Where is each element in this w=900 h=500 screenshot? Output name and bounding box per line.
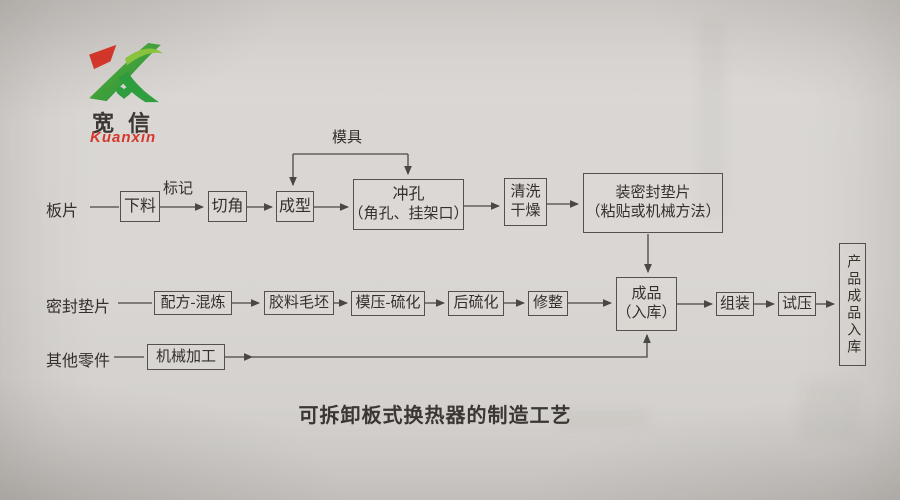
node-forming-label: 成型 bbox=[278, 197, 311, 215]
node-post-vulcanization: 后硫化 bbox=[448, 291, 504, 316]
node-trimming-label: 修整 bbox=[532, 295, 563, 312]
logo-text-en: Kuanxin bbox=[90, 129, 157, 146]
node-blanking-label: 下料 bbox=[123, 197, 156, 215]
node-cleaning-label-2: 干燥 bbox=[510, 203, 541, 219]
edge-label-mark: 标记 bbox=[163, 181, 194, 197]
kuanxin-k-icon bbox=[89, 42, 163, 103]
node-gasket-install-label-1: 装密封垫片 bbox=[615, 185, 691, 202]
node-assembly-label: 组装 bbox=[719, 295, 750, 312]
node-post-vulc-label: 后硫化 bbox=[453, 295, 499, 312]
node-trimming: 修整 bbox=[528, 291, 568, 316]
node-gasket-install-label-2: （粘贴或机械方法） bbox=[585, 204, 721, 220]
node-punching-label-1: 冲孔 bbox=[392, 186, 425, 204]
node-compounding: 配方-混炼 bbox=[154, 291, 232, 315]
row-label-other-parts: 其他零件 bbox=[46, 353, 111, 370]
node-punching: 冲孔 （角孔、挂架口） bbox=[349, 179, 469, 230]
node-finished-storage: 成品 （入库） bbox=[616, 277, 677, 331]
node-finished-label-2: （入库） bbox=[616, 305, 677, 321]
node-pressure-test-label: 试压 bbox=[781, 295, 812, 312]
node-forming: 成型 bbox=[276, 191, 314, 222]
node-rubber-blank-label: 胶料毛坯 bbox=[268, 294, 329, 311]
node-pressure-test: 试压 bbox=[778, 292, 816, 316]
node-assembly: 组装 bbox=[716, 292, 754, 316]
node-molding-vulcanization: 模压-硫化 bbox=[351, 291, 425, 316]
edge-machining-finished bbox=[252, 333, 651, 358]
node-blanking: 下料 bbox=[120, 191, 160, 222]
paper-smudge bbox=[800, 380, 860, 440]
node-rubber-blank: 胶料毛坯 bbox=[264, 291, 334, 315]
node-molding-label: 模压-硫化 bbox=[355, 295, 421, 312]
paper-smudge bbox=[560, 410, 650, 428]
paper-smudge bbox=[700, 20, 724, 220]
node-corner-cut-label: 切角 bbox=[211, 197, 244, 215]
node-finished-label-1: 成品 bbox=[631, 286, 662, 303]
node-punching-label-2: （角孔、挂架口） bbox=[348, 206, 469, 223]
kuanxin-logo: 宽信 Kuanxin bbox=[86, 42, 196, 147]
node-machining-label: 机械加工 bbox=[155, 348, 216, 365]
node-product-storage-label: 产品成品入库 bbox=[845, 253, 861, 356]
node-cleaning-drying: 清洗 干燥 bbox=[504, 178, 547, 226]
node-corner-cut: 切角 bbox=[208, 191, 247, 222]
node-gasket-install: 装密封垫片 （粘贴或机械方法） bbox=[583, 173, 723, 233]
row-label-gasket: 密封垫片 bbox=[46, 299, 111, 316]
node-compounding-label: 配方-混炼 bbox=[160, 294, 226, 311]
diagram-caption: 可拆卸板式换热器的制造工艺 bbox=[298, 405, 572, 427]
node-cleaning-label-1: 清洗 bbox=[510, 184, 541, 201]
edge-label-mold: 模具 bbox=[332, 130, 363, 146]
logo-text-cn: 宽信 bbox=[92, 111, 165, 136]
node-machining: 机械加工 bbox=[147, 344, 225, 370]
row-label-plate: 板片 bbox=[46, 203, 79, 220]
node-product-storage: 产品成品入库 bbox=[839, 243, 866, 366]
